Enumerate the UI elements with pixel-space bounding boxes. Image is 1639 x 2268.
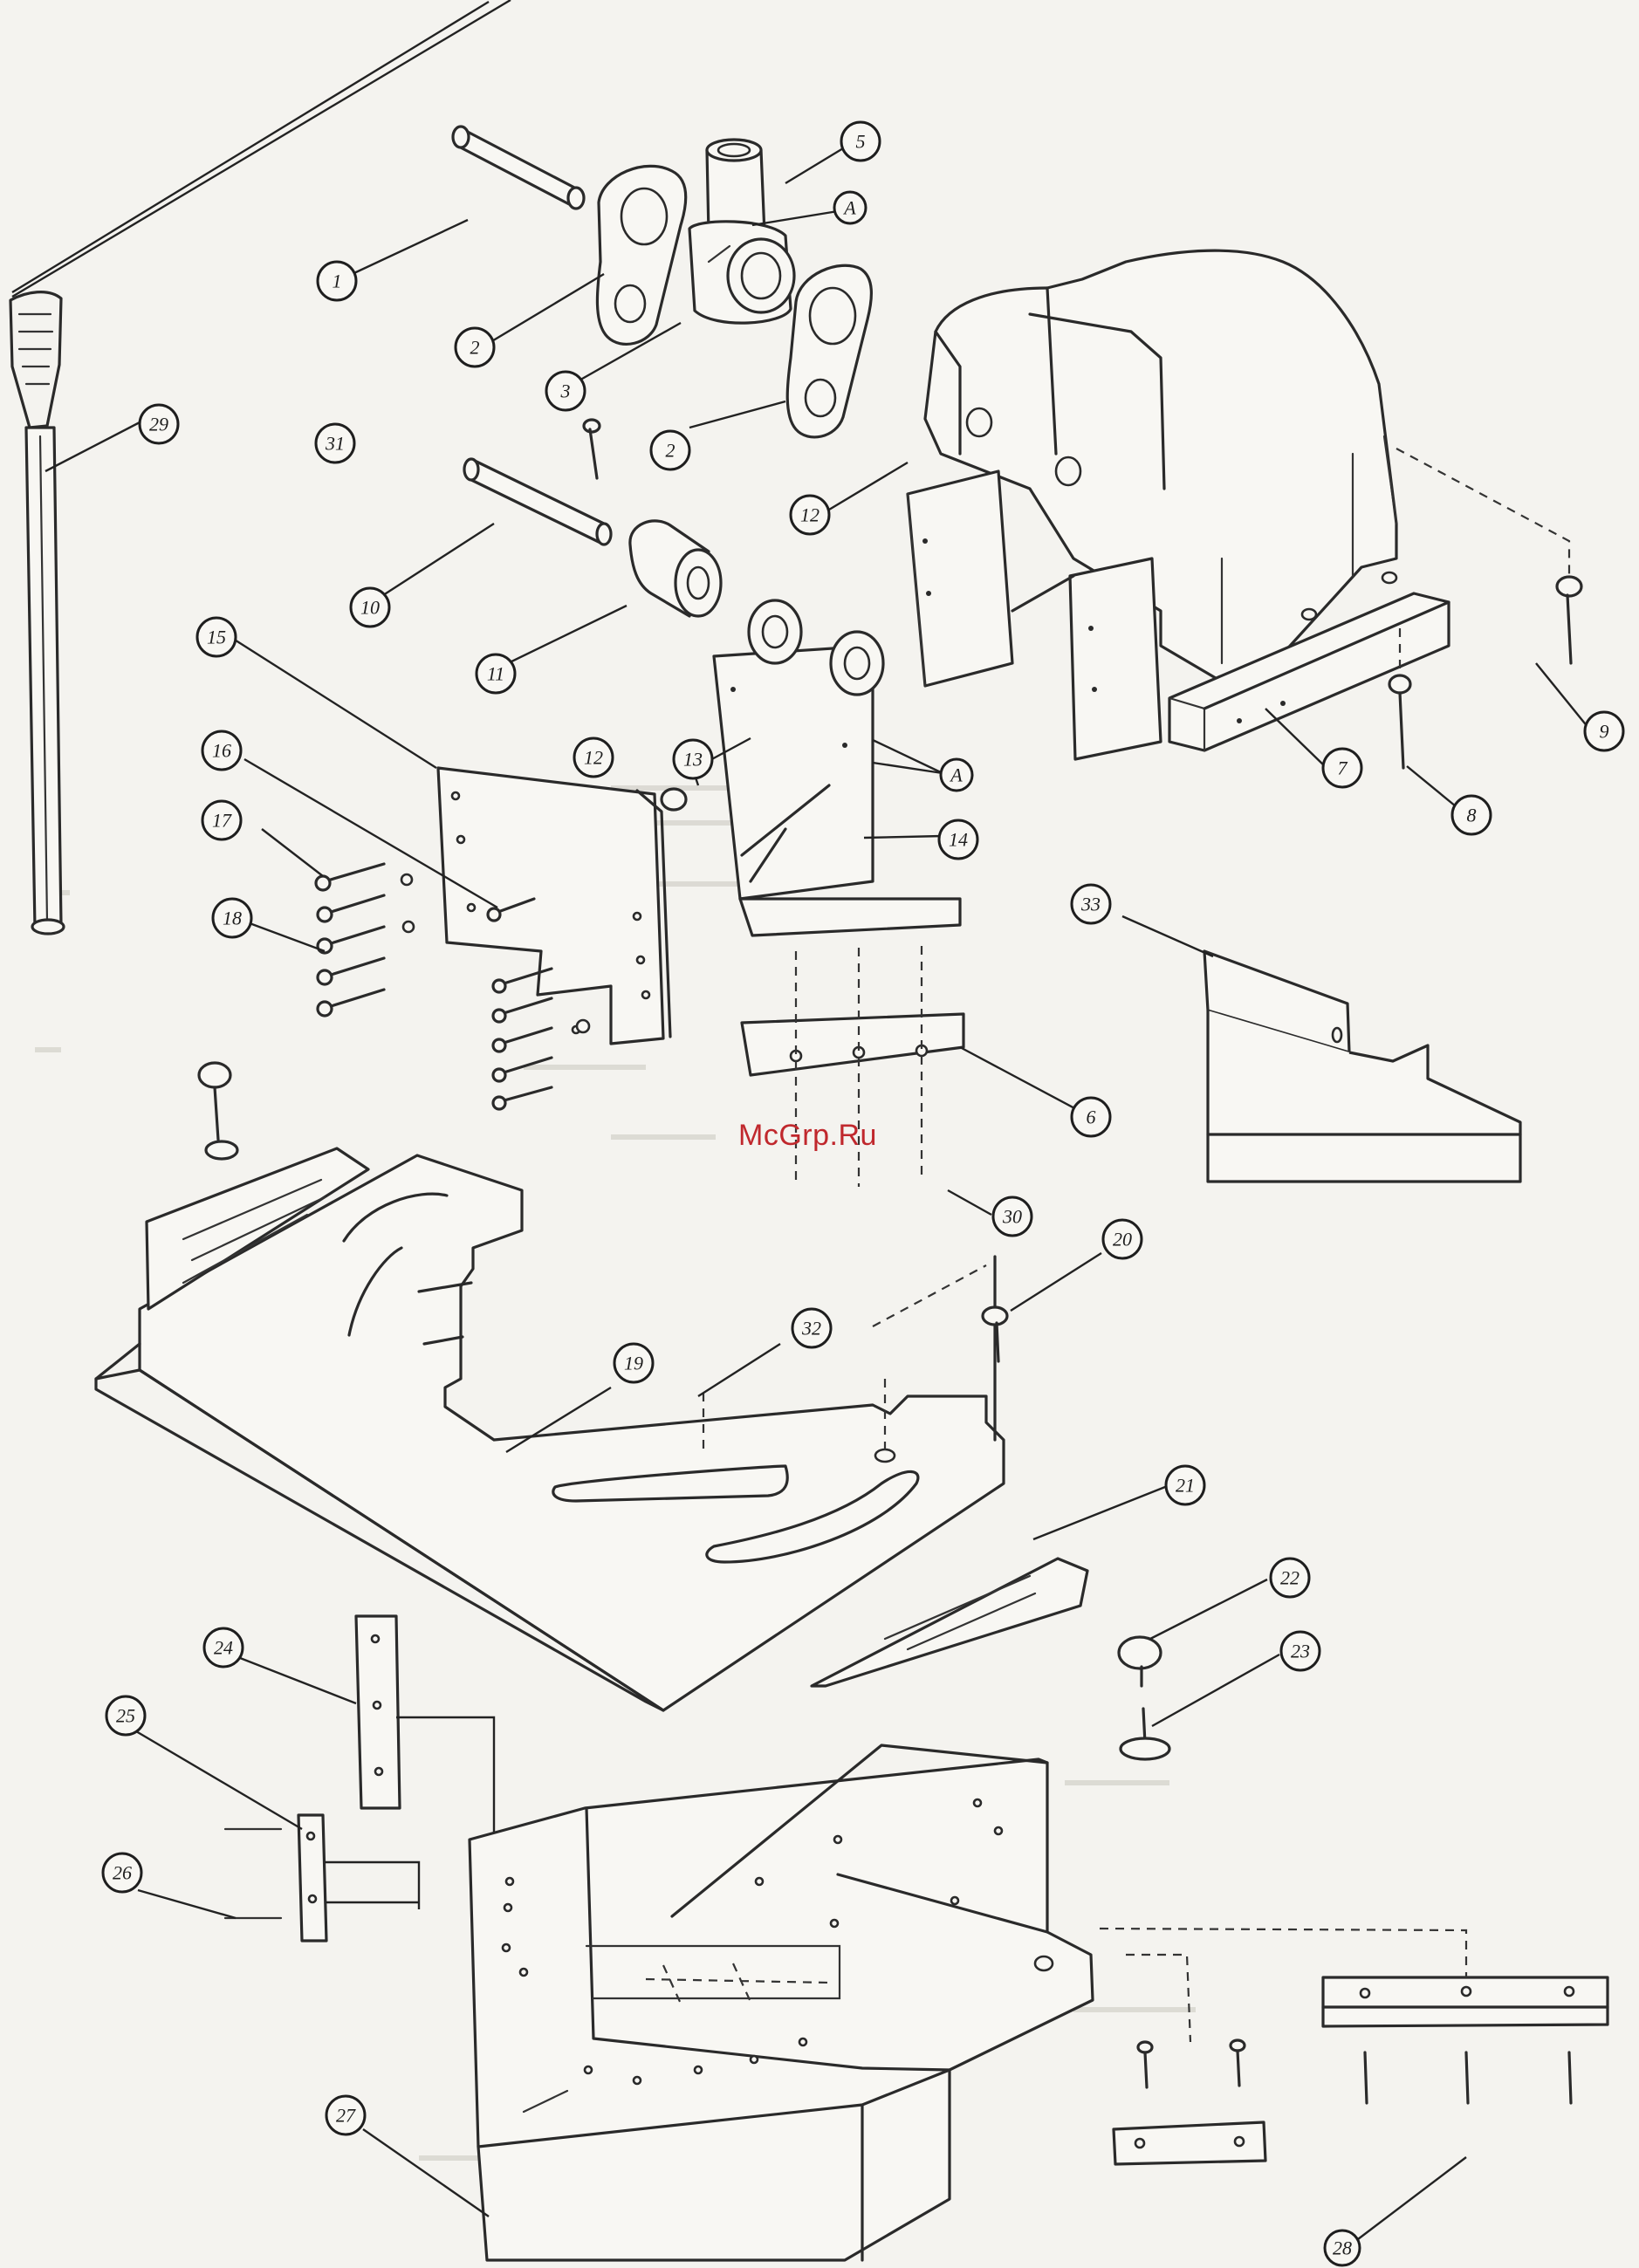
callout-label: 12: [584, 747, 603, 769]
callout-11: 11: [477, 654, 515, 693]
callout-23: 23: [1281, 1632, 1320, 1670]
callout-22: 22: [1271, 1559, 1309, 1597]
callout-label: 23: [1291, 1641, 1310, 1662]
callout-9: 9: [1585, 712, 1623, 750]
callout-label: 11: [487, 663, 504, 685]
callout-label: 32: [801, 1318, 821, 1340]
callout-label: 9: [1600, 721, 1609, 743]
callout-10: 10: [351, 588, 389, 627]
callout-12-lower: 12: [574, 738, 613, 777]
callout-7: 7: [1323, 749, 1361, 787]
callout-2b: 2: [651, 431, 689, 469]
callout-6: 6: [1072, 1098, 1110, 1136]
callout-label: 16: [212, 740, 231, 762]
callout-a-lower: A: [941, 759, 972, 791]
callout-18: 18: [213, 899, 251, 937]
callout-2: 2: [456, 328, 494, 367]
callout-label: 24: [214, 1637, 233, 1659]
callout-26: 26: [103, 1853, 141, 1892]
part-12-washer: [662, 789, 686, 810]
watermark-text: McGrp.Ru: [738, 1119, 877, 1153]
callout-28: 28: [1325, 2230, 1360, 2265]
callout-19: 19: [614, 1344, 653, 1382]
callout-label: 15: [207, 627, 226, 648]
callout-label: 22: [1280, 1567, 1300, 1589]
callout-label: 21: [1176, 1475, 1195, 1497]
callout-label: 2: [470, 337, 480, 359]
callout-label: A: [949, 764, 963, 786]
callout-25: 25: [106, 1696, 145, 1735]
callout-20: 20: [1103, 1220, 1142, 1258]
callout-29: 29: [140, 405, 178, 443]
callout-label: 8: [1467, 805, 1477, 826]
callout-label: 10: [360, 597, 380, 619]
callout-label: 20: [1113, 1229, 1132, 1250]
callout-5: 5: [841, 122, 880, 161]
callout-1: 1: [318, 262, 356, 300]
callout-14: 14: [939, 820, 977, 859]
callout-27: 27: [326, 2096, 365, 2134]
callout-12-upper: 12: [791, 496, 829, 534]
callout-label: 27: [336, 2105, 356, 2127]
callout-33: 33: [1072, 885, 1110, 923]
callout-17: 17: [202, 801, 241, 839]
callout-30: 30: [993, 1197, 1032, 1236]
callout-label: 6: [1087, 1107, 1096, 1128]
callout-13: 13: [674, 740, 712, 778]
callout-label: 19: [624, 1353, 643, 1374]
callout-label: 5: [856, 131, 866, 153]
callout-label: 14: [949, 829, 968, 851]
callout-16: 16: [202, 731, 241, 770]
callout-label: 26: [113, 1862, 132, 1884]
callout-label: 33: [1080, 894, 1101, 915]
callout-21: 21: [1166, 1466, 1204, 1504]
callout-a-upper: A: [834, 192, 866, 223]
callout-24: 24: [204, 1628, 243, 1667]
callout-label: 17: [212, 810, 232, 832]
callout-label: 29: [149, 414, 168, 435]
callout-15: 15: [197, 618, 236, 656]
callout-label: 13: [683, 749, 703, 771]
callout-label: 18: [223, 908, 242, 929]
callout-8: 8: [1452, 796, 1491, 834]
callout-label: 3: [560, 380, 571, 402]
callout-label: 1: [333, 271, 342, 292]
callout-label: 30: [1002, 1206, 1022, 1228]
callout-label: 2: [666, 440, 675, 462]
callout-label: 12: [800, 504, 820, 526]
callout-label: 28: [1333, 2237, 1352, 2259]
callout-label: A: [842, 197, 856, 219]
callout-31: 31: [316, 424, 354, 463]
callout-label: 7: [1338, 757, 1348, 779]
callout-32: 32: [792, 1309, 831, 1347]
callout-label: 25: [116, 1705, 135, 1727]
callout-label: 31: [325, 433, 345, 455]
callout-3: 3: [546, 372, 585, 410]
